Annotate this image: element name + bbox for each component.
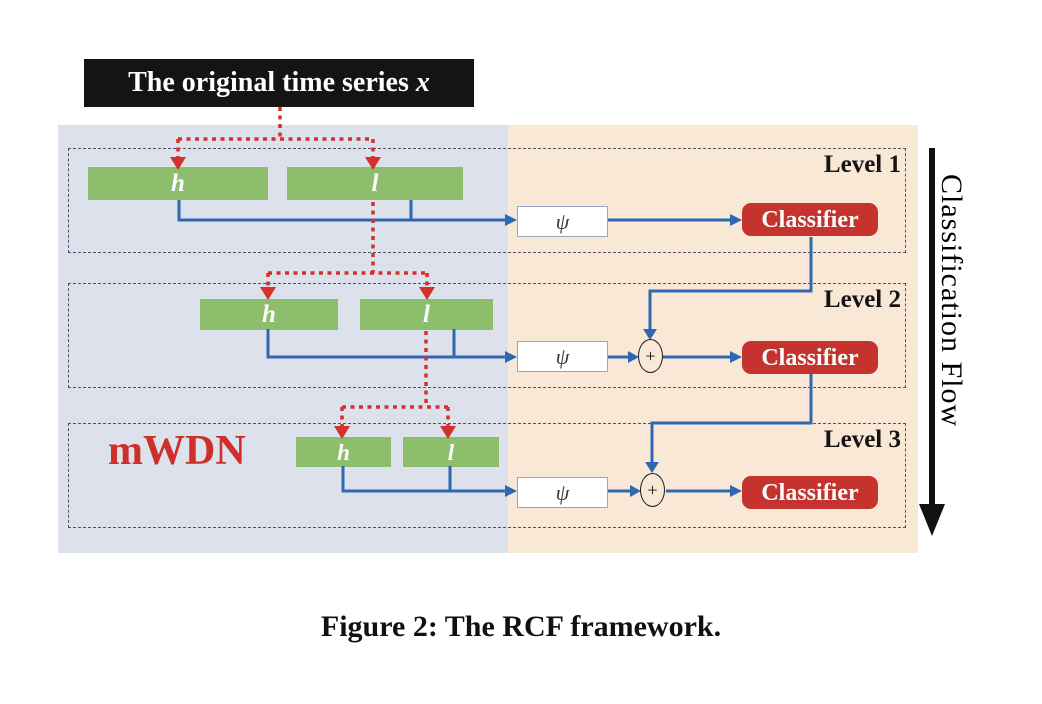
level-3-sum-node: +: [640, 473, 665, 507]
level-3-psi-box: ψ: [517, 477, 608, 508]
level-3-high-freq-bar: h: [296, 437, 391, 467]
level-1-classifier-box: Classifier: [742, 203, 878, 236]
level-2-sum-node: +: [638, 339, 663, 373]
level-1-low-freq-bar: l: [287, 167, 463, 200]
input-series-text: The original time series: [128, 67, 416, 98]
mwdn-label: mWDN: [108, 428, 246, 474]
level-1-psi-box: ψ: [517, 206, 608, 237]
level-2-low-freq-bar: l: [360, 299, 493, 330]
figure-caption: Figure 2: The RCF framework.: [320, 610, 722, 643]
level-1-label: Level 1: [823, 151, 901, 178]
input-series-title-box: The original time series x: [84, 59, 474, 107]
level-2-classifier-box: Classifier: [742, 341, 878, 374]
level-2-box: Level 2: [68, 283, 906, 388]
classification-flow-label: Classification Flow: [935, 174, 968, 428]
level-3-box: Level 3: [68, 423, 906, 528]
level-1-box: Level 1: [68, 148, 906, 253]
level-2-label: Level 2: [823, 286, 901, 313]
level-2-high-freq-bar: h: [200, 299, 338, 330]
level-3-classifier-box: Classifier: [742, 476, 878, 509]
level-3-low-freq-bar: l: [403, 437, 499, 467]
input-series-symbol: x: [415, 67, 430, 98]
level-2-psi-box: ψ: [517, 341, 608, 372]
level-3-label: Level 3: [823, 426, 901, 453]
level-1-high-freq-bar: h: [88, 167, 268, 200]
